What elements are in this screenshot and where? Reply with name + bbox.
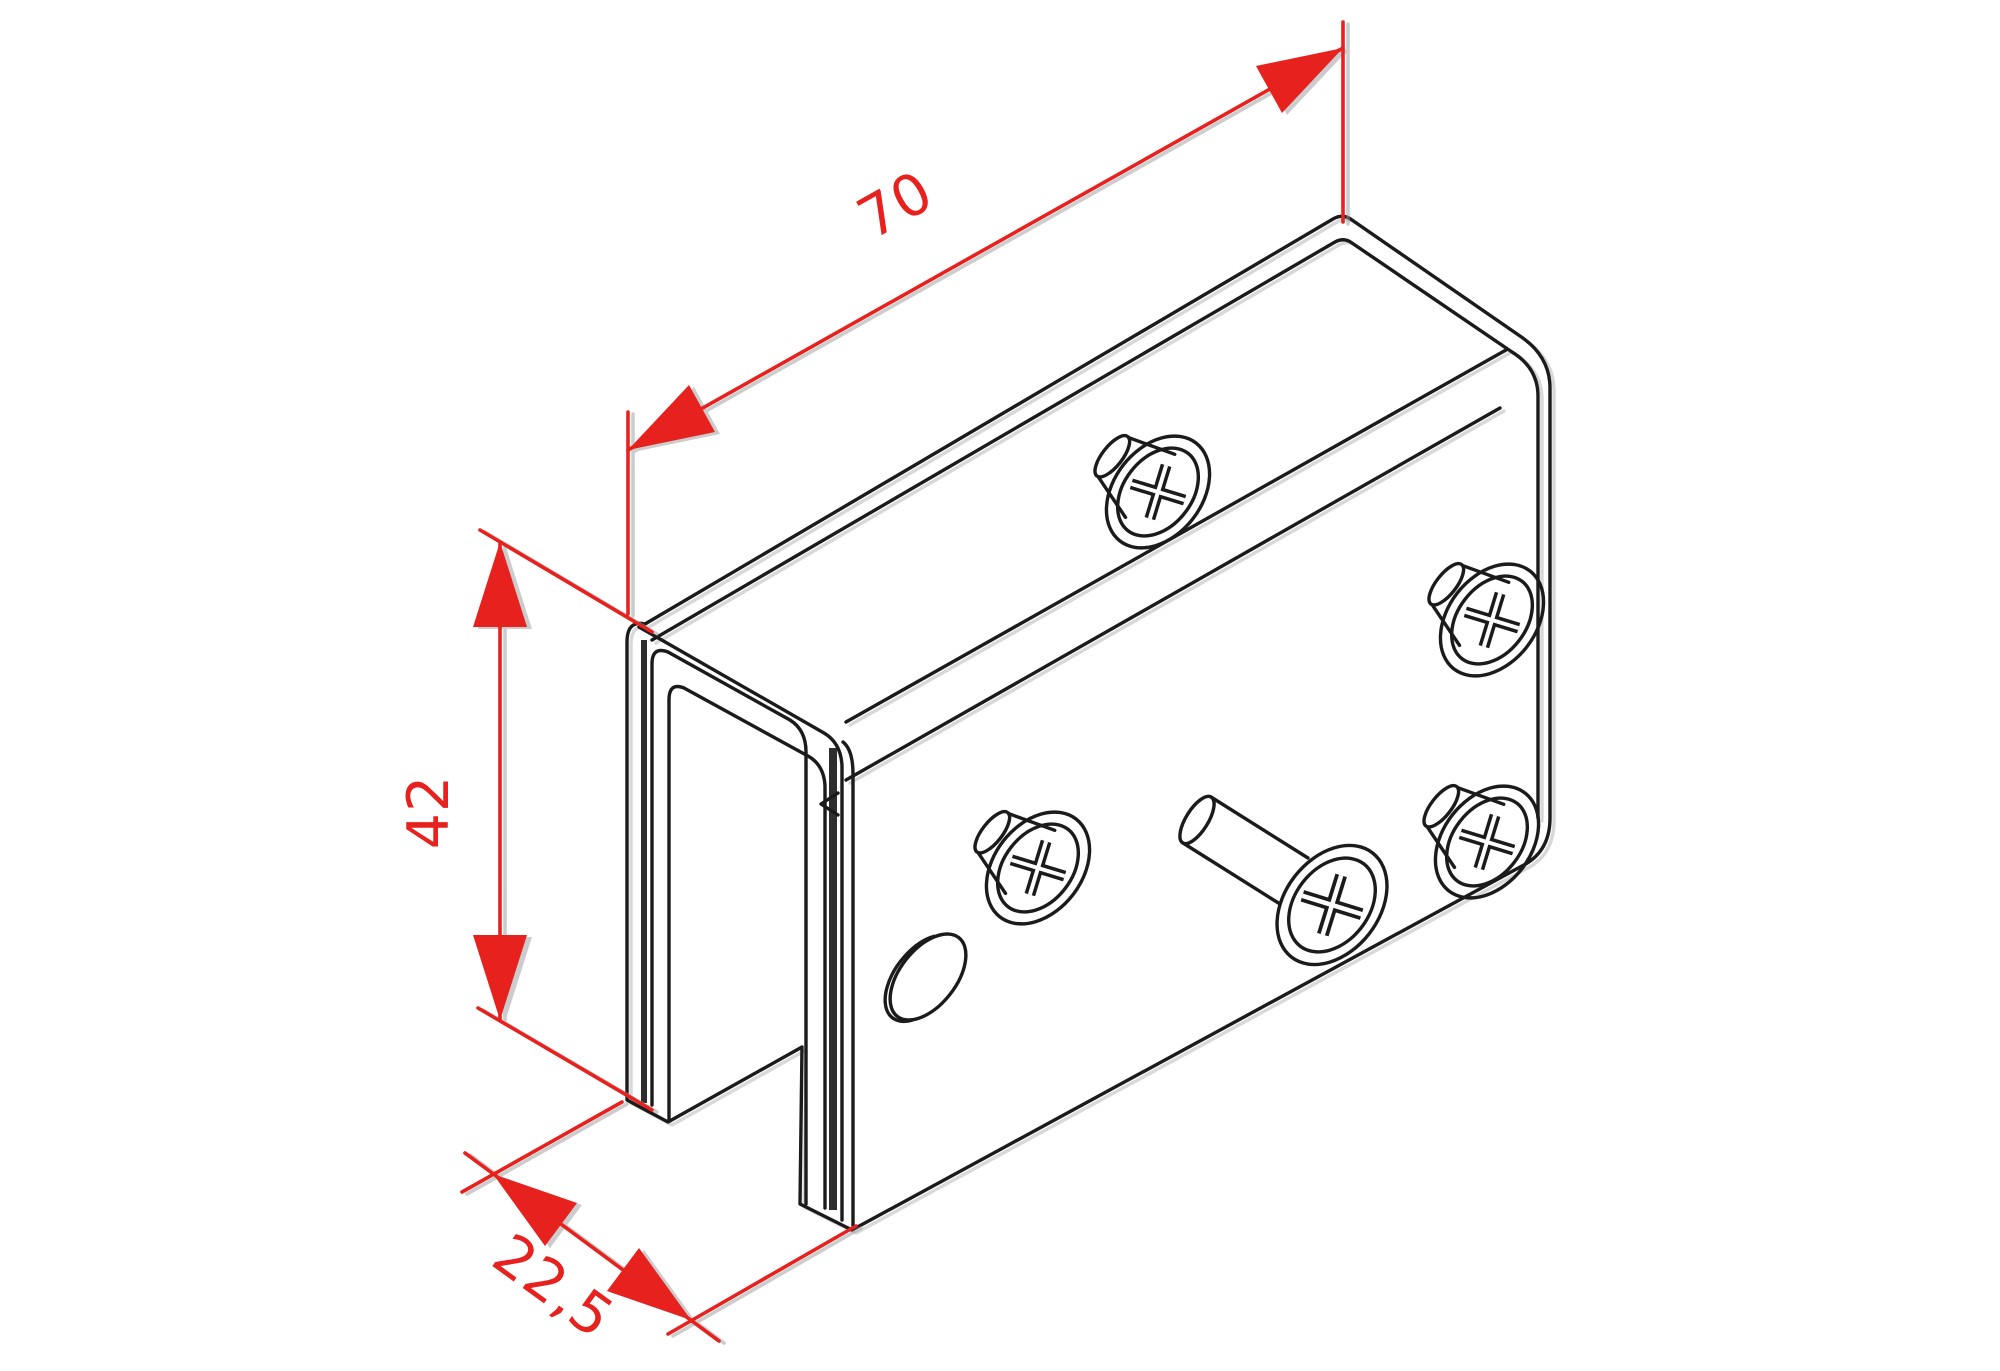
arrow-icon — [607, 1248, 691, 1320]
extension-line — [476, 1006, 654, 1112]
long-screw-shank — [1178, 794, 1310, 906]
part-block — [625, 214, 1552, 1232]
arrow-icon — [473, 542, 527, 627]
gasket-notch-mark — [819, 791, 840, 817]
countersunk-hole — [883, 932, 968, 1024]
extension-line — [460, 1100, 624, 1194]
dimension-label-length: 70 — [847, 158, 944, 252]
left-end-profile — [637, 625, 855, 1228]
arrow-icon — [628, 385, 715, 450]
arrow-icon — [473, 935, 527, 1020]
arrow-icon — [1256, 48, 1343, 113]
dimension-length: 70 — [626, 20, 1345, 616]
phillips-screw-middle — [973, 809, 1092, 926]
phillips-screw-right-lower — [1422, 783, 1541, 900]
phillips-screw-top — [1093, 433, 1212, 550]
dimension-width: 22,5 — [460, 1100, 858, 1352]
dimension-line — [626, 46, 1345, 452]
dimension-label-height: 42 — [396, 775, 462, 850]
extension-line — [478, 528, 654, 634]
front-top-edge-line-2 — [844, 406, 1502, 782]
phillips-screw-right-upper — [1427, 561, 1546, 678]
dimension-height: 42 — [396, 528, 654, 1112]
arrow-icon — [493, 1174, 577, 1246]
long-phillips-screw-head — [1275, 843, 1389, 967]
extension-line — [666, 1224, 858, 1336]
top-ridge-inner-line — [650, 238, 1540, 820]
